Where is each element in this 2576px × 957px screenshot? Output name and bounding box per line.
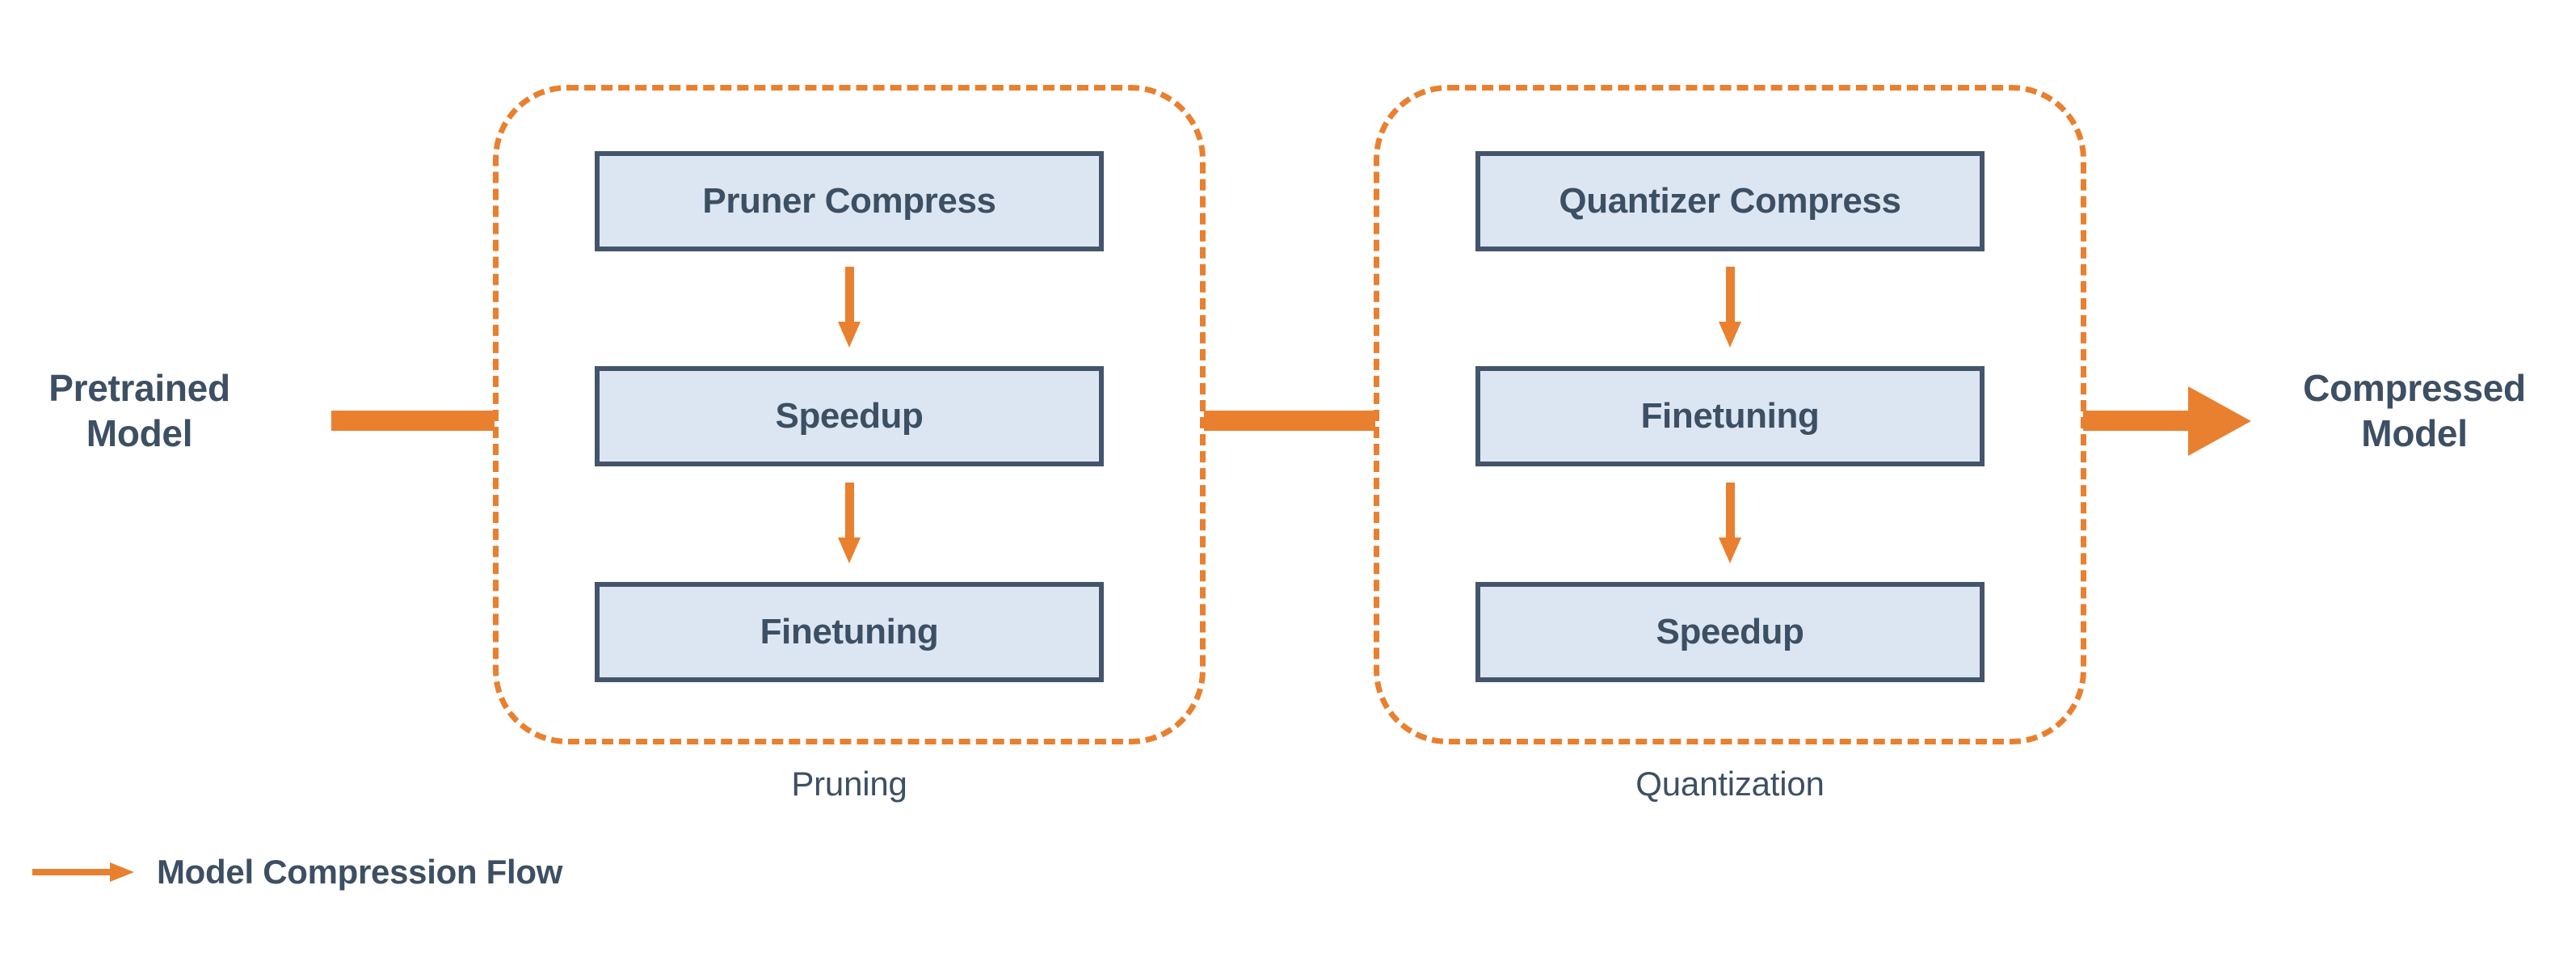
arrow-head xyxy=(1719,538,1741,563)
process-box-label: Finetuning xyxy=(1640,396,1820,436)
process-box-speedup[interactable]: Speedup xyxy=(1475,582,1985,682)
process-box-speedup[interactable]: Speedup xyxy=(595,366,1104,466)
input-connector-bar xyxy=(331,411,495,431)
output-endpoint-line1: Compressed xyxy=(2303,367,2526,409)
process-box-quantizer-compress[interactable]: Quantizer Compress xyxy=(1475,151,1985,251)
process-box-finetuning[interactable]: Finetuning xyxy=(595,582,1104,682)
stage-connector-bar xyxy=(1204,411,1375,431)
arrow-head xyxy=(2188,386,2251,456)
legend-arrow-shaft xyxy=(32,869,116,875)
arrow-stem xyxy=(845,483,854,541)
output-endpoint-line2: Model xyxy=(2361,412,2468,455)
legend-label: Model Compression Flow xyxy=(157,853,563,891)
arrow-head xyxy=(838,538,861,563)
stage-caption-pruning: Pruning xyxy=(791,765,907,803)
arrow-stem xyxy=(845,267,854,325)
arrow-right-icon xyxy=(32,860,136,884)
arrow-down-icon xyxy=(833,483,865,563)
output-endpoint-label: Compressed Model xyxy=(2254,365,2574,456)
input-endpoint-label: Pretrained Model xyxy=(0,365,279,456)
arrow-stem xyxy=(1726,483,1735,541)
process-box-label: Quantizer Compress xyxy=(1559,181,1901,221)
input-endpoint-line1: Pretrained xyxy=(48,367,230,409)
process-box-label: Speedup xyxy=(1656,612,1804,651)
process-box-label: Finetuning xyxy=(760,612,939,651)
legend-arrow-head xyxy=(110,862,134,882)
stage-caption-quantization: Quantization xyxy=(1635,765,1825,803)
process-box-label: Pruner Compress xyxy=(702,181,996,221)
legend: Model Compression Flow xyxy=(32,853,562,892)
arrow-down-icon xyxy=(833,267,865,348)
arrow-down-icon xyxy=(1714,483,1746,563)
stage-container-pruning xyxy=(493,85,1206,744)
arrow-shaft xyxy=(2083,411,2195,431)
process-box-label: Speedup xyxy=(775,396,924,436)
arrow-head xyxy=(1719,322,1741,348)
arrow-head xyxy=(838,322,861,348)
arrow-down-icon xyxy=(1714,267,1746,348)
arrow-right-icon xyxy=(2083,386,2251,456)
process-box-finetuning[interactable]: Finetuning xyxy=(1475,366,1985,466)
process-box-pruner-compress[interactable]: Pruner Compress xyxy=(595,151,1104,251)
arrow-stem xyxy=(1726,267,1735,325)
input-endpoint-line2: Model xyxy=(86,412,193,455)
